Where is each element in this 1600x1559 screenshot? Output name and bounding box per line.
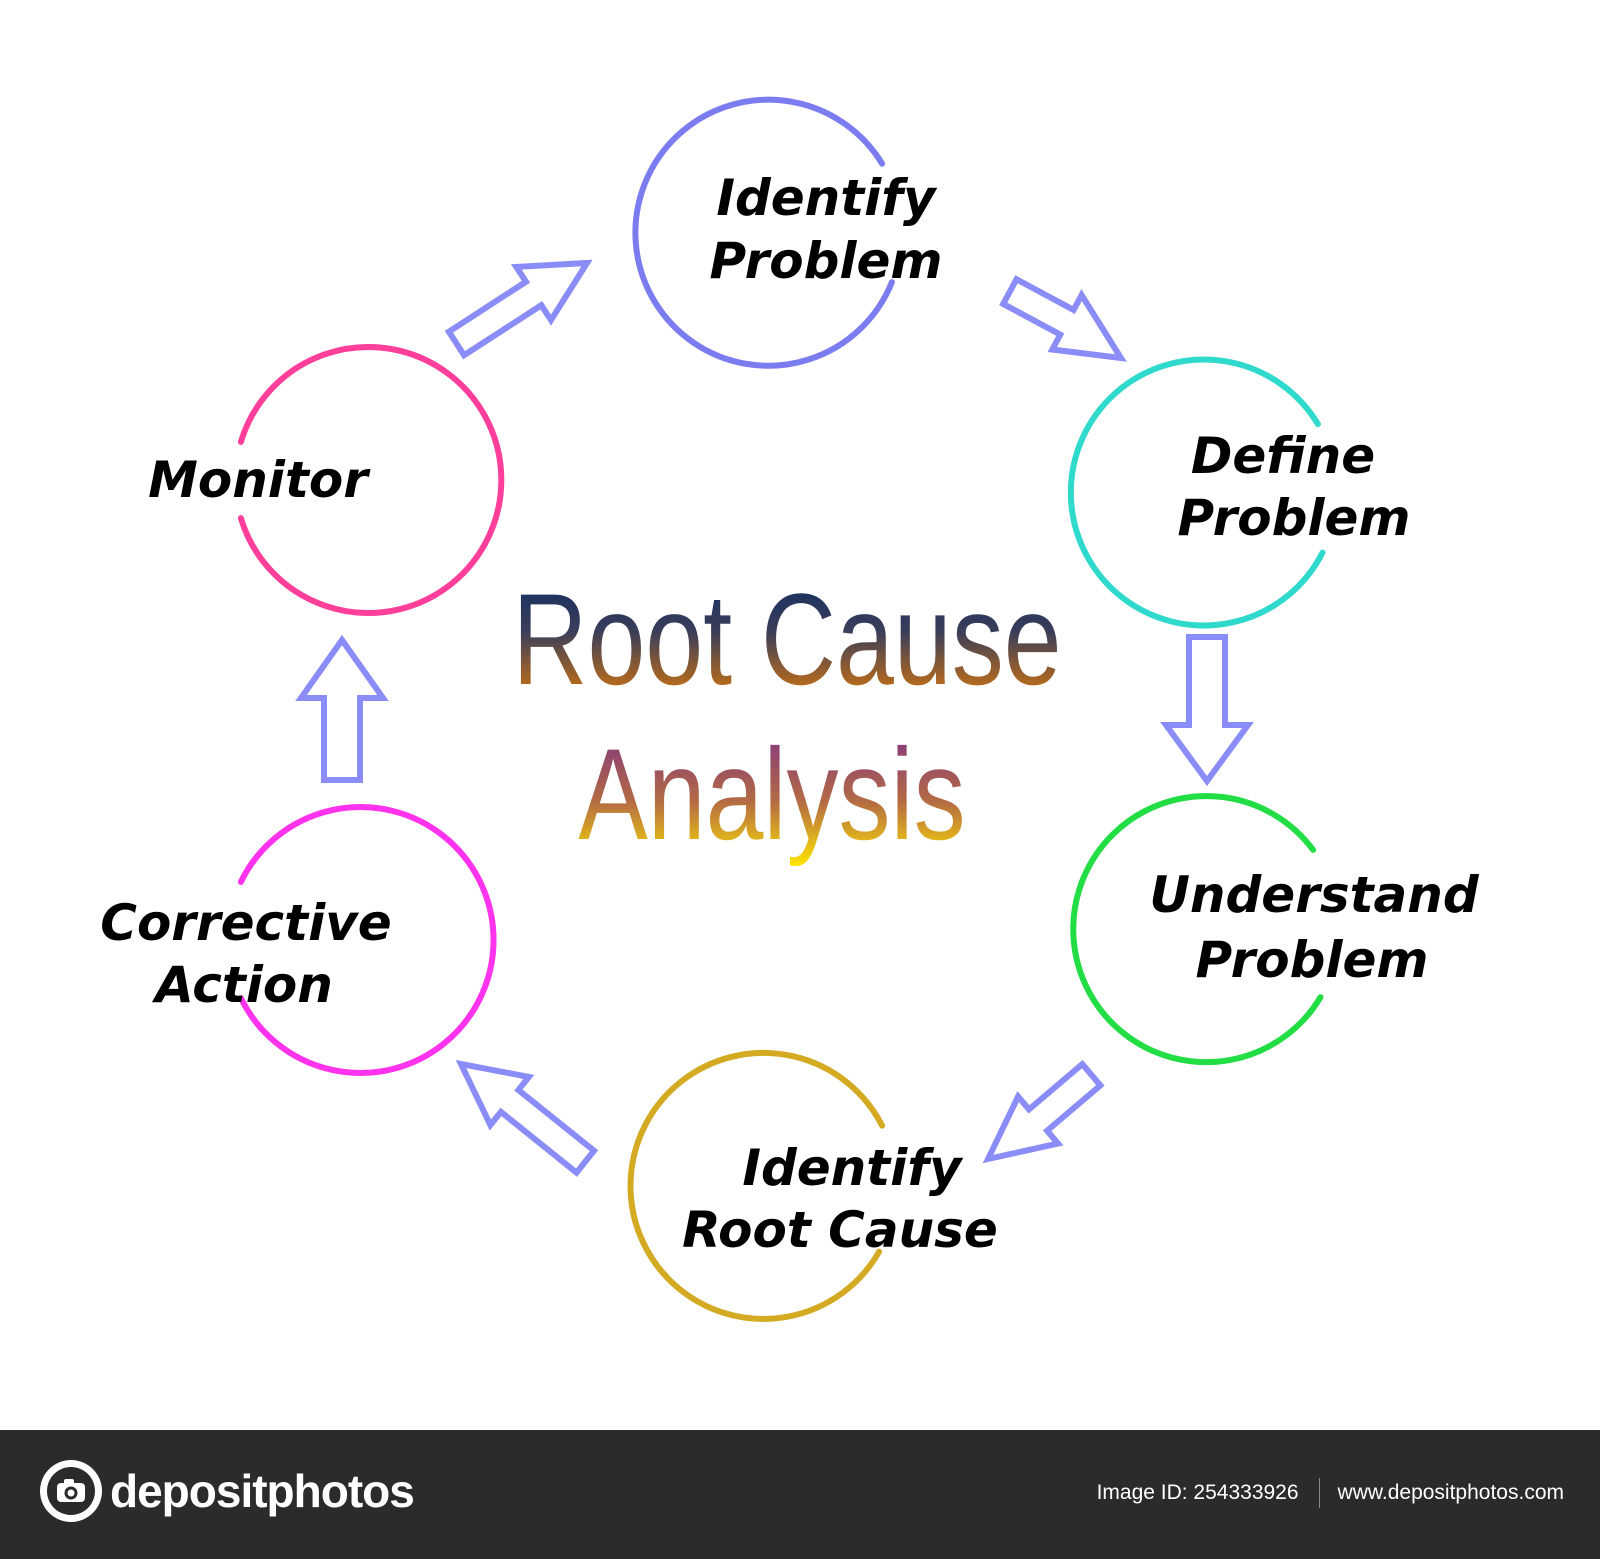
step-label-corrective-action-line1: Corrective: [100, 894, 391, 952]
arrow-corrective-to-monitor: [295, 634, 389, 783]
step-ring-identify-root-cause: [627, 1049, 886, 1322]
arrow-define-to-understand: [1160, 634, 1254, 787]
step-label-identify-problem-line1: Identify: [716, 169, 938, 227]
footer-divider: [1318, 1478, 1320, 1508]
step-ring-understand-problem: [1070, 793, 1324, 1066]
watermark-footer-bar: depositphotos Image ID: 254333926 www.de…: [0, 1430, 1600, 1559]
step-label-identify-problem-line2: Problem: [709, 232, 942, 290]
root-cause-cycle-diagram: Identify Problem Define Problem Understa…: [100, 96, 1480, 1322]
title-line1: Root Cause: [512, 566, 1061, 712]
step-label-define-problem-line1: Define: [1191, 427, 1375, 485]
step-label-understand-problem-line2: Problem: [1195, 931, 1428, 989]
step-ring-define-problem: [1067, 356, 1326, 629]
step-label-understand-problem-line1: Understand: [1149, 866, 1480, 924]
step-ring-corrective-action: [237, 804, 497, 1076]
arrow-identify-to-define: [999, 275, 1127, 362]
step-label-monitor: Monitor: [148, 451, 371, 509]
image-id: Image ID: 254333926: [1096, 1481, 1299, 1504]
brand-name: depositphotos: [110, 1465, 415, 1517]
title-line2: Analysis: [578, 721, 965, 867]
step-label-identify-root-cause-line2: Root Cause: [682, 1201, 998, 1259]
website-url: www.depositphotos.com: [1337, 1481, 1564, 1504]
step-label-corrective-action-line2: Action: [151, 956, 333, 1014]
diagram-title: Root Cause Analysis: [512, 566, 1061, 867]
arrow-root-cause-to-corrective: [455, 1059, 599, 1177]
camera-logo-icon: [40, 1460, 102, 1522]
step-label-define-problem-line2: Problem: [1177, 489, 1410, 547]
brand-logo: depositphotos: [38, 1458, 415, 1524]
step-ring-identify-problem: [632, 96, 895, 369]
arrow-understand-to-root-cause: [982, 1059, 1105, 1164]
step-ring-monitor: [237, 344, 505, 616]
arrow-monitor-to-identify: [444, 259, 593, 360]
step-label-identify-root-cause-line1: Identify: [742, 1139, 964, 1197]
